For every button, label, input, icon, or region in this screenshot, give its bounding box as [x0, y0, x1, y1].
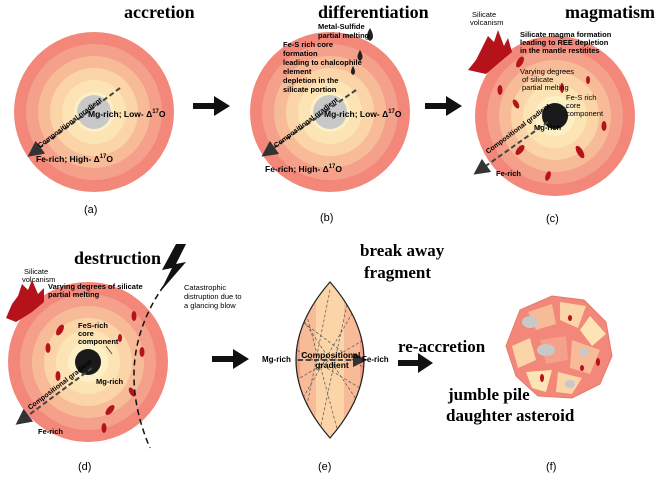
- arrow-right-icon: [398, 353, 433, 373]
- melt-blob: [586, 76, 590, 84]
- gradient-arrow-c: [473, 121, 549, 175]
- title-break-away: break away fragment: [360, 241, 448, 282]
- gradient-arrow-d: [15, 367, 93, 425]
- varying-degrees-label-d: Varying degrees of silicate partial melt…: [48, 282, 145, 299]
- melt-droplet-icon: [367, 28, 373, 41]
- silicate-volcanism-label-d: Silicate volcanism: [22, 267, 55, 284]
- melt-blob: [139, 347, 145, 357]
- melt-blob: [56, 324, 64, 336]
- melt-blob: [560, 83, 564, 93]
- title-re-accretion: re-accretion: [398, 337, 486, 356]
- asteroid-a: [14, 32, 174, 192]
- mg-rich-label-c: Mg-rich: [534, 123, 562, 132]
- melt-blob: [118, 334, 122, 342]
- fe-rich-label-c: Fe-rich: [496, 169, 521, 178]
- title-jumble-pile: jumble pile daughter asteroid: [446, 385, 575, 425]
- melt-blob: [55, 371, 61, 381]
- fe-rich-label-d: Fe-rich: [38, 427, 63, 436]
- core-c: [542, 103, 568, 129]
- core-a: [77, 95, 111, 129]
- fe-rich-label-e: Fe-rich: [362, 355, 389, 364]
- panel-a: accretion Mg-rich; Low- Δ17O Fe-rich; Hi…: [14, 2, 195, 216]
- fes-rich-label-c: Fe-S rich core component: [566, 93, 604, 118]
- varying-degrees-label-c: Varying degrees of silicate partial melt…: [520, 67, 576, 92]
- asteroid-d: [8, 282, 168, 442]
- melt-blob: [512, 99, 520, 109]
- lightning-bolt-icon: [160, 244, 186, 292]
- melt-droplet-icon: [351, 66, 355, 75]
- arrow-right-icon: [212, 349, 249, 369]
- leader-line: [105, 345, 113, 355]
- panel-d: destruction Silicate volcanism Varying d…: [6, 244, 244, 473]
- melt-blob: [601, 121, 607, 131]
- title-differentiation: differentiation: [318, 2, 429, 22]
- core-b: [313, 95, 347, 129]
- gradient-arrow-b: [261, 89, 357, 157]
- silicate-magma-label: Silicate magma formation leading to REE …: [520, 30, 613, 55]
- arrow-right-icon: [425, 96, 462, 116]
- melt-blob: [45, 343, 51, 353]
- mg-rich-label-b: Mg-rich; Low- Δ17O: [324, 109, 402, 119]
- fe-rich-label-a: Fe-rich; High- Δ17O: [36, 154, 113, 164]
- arrow-right-icon: [193, 96, 230, 116]
- volcano-icon: [468, 30, 512, 74]
- panel-c: magmatism Silicate volcanism Silicate ma…: [468, 2, 655, 225]
- melt-blob: [575, 145, 585, 159]
- compositional-gradient-e: Compositional gradient: [301, 350, 362, 370]
- melt-blob: [497, 85, 503, 95]
- panel-label-f: (f): [546, 461, 556, 473]
- volcano-icon: [6, 280, 44, 322]
- melt-blob: [516, 56, 524, 68]
- melt-blob: [101, 423, 107, 433]
- title-destruction: destruction: [74, 248, 161, 268]
- panel-label-b: (b): [320, 212, 333, 224]
- title-magmatism: magmatism: [565, 2, 655, 22]
- jumble-pile-asteroid: [505, 295, 613, 399]
- panel-label-a: (a): [84, 204, 97, 216]
- title-accretion: accretion: [124, 2, 195, 22]
- panel-b: differentiation Metal-Sulfide partial me…: [250, 2, 429, 224]
- metal-sulfide-label: Metal-Sulfide partial melting: [318, 22, 370, 40]
- panel-f: re-accretion jumble pile daughter astero…: [398, 295, 613, 473]
- fes-core-label: Fe-S rich core formation leading to chal…: [283, 40, 364, 94]
- mg-rich-label-d: Mg-rich: [96, 377, 124, 386]
- melt-blob: [515, 145, 525, 155]
- panel-label-c: (c): [546, 213, 559, 225]
- fes-rich-label-d: FeS-rich core component: [78, 321, 119, 346]
- gradient-arrow-a: [27, 87, 121, 157]
- asteroid-c: [475, 36, 635, 196]
- melt-blob: [105, 405, 115, 415]
- asteroid-b: [250, 32, 410, 192]
- mg-rich-label-a: Mg-rich; Low- Δ17O: [88, 109, 166, 119]
- core-d: [75, 349, 101, 375]
- melt-blob: [131, 311, 137, 321]
- catastrophic-label: Catastrophic distruption due to a glanci…: [184, 283, 244, 310]
- silicate-volcanism-label-c: Silicate volcanism: [470, 10, 503, 27]
- fe-rich-label-b: Fe-rich; High- Δ17O: [265, 164, 342, 174]
- panel-label-d: (d): [78, 461, 91, 473]
- leader-line: [561, 106, 569, 111]
- mg-rich-label-e: Mg-rich: [262, 355, 291, 364]
- melt-blob: [545, 171, 551, 181]
- melt-blob: [128, 387, 136, 397]
- fragment-outline: [295, 281, 365, 439]
- melt-droplet-icon: [357, 50, 363, 61]
- panel-label-e: (e): [318, 461, 331, 473]
